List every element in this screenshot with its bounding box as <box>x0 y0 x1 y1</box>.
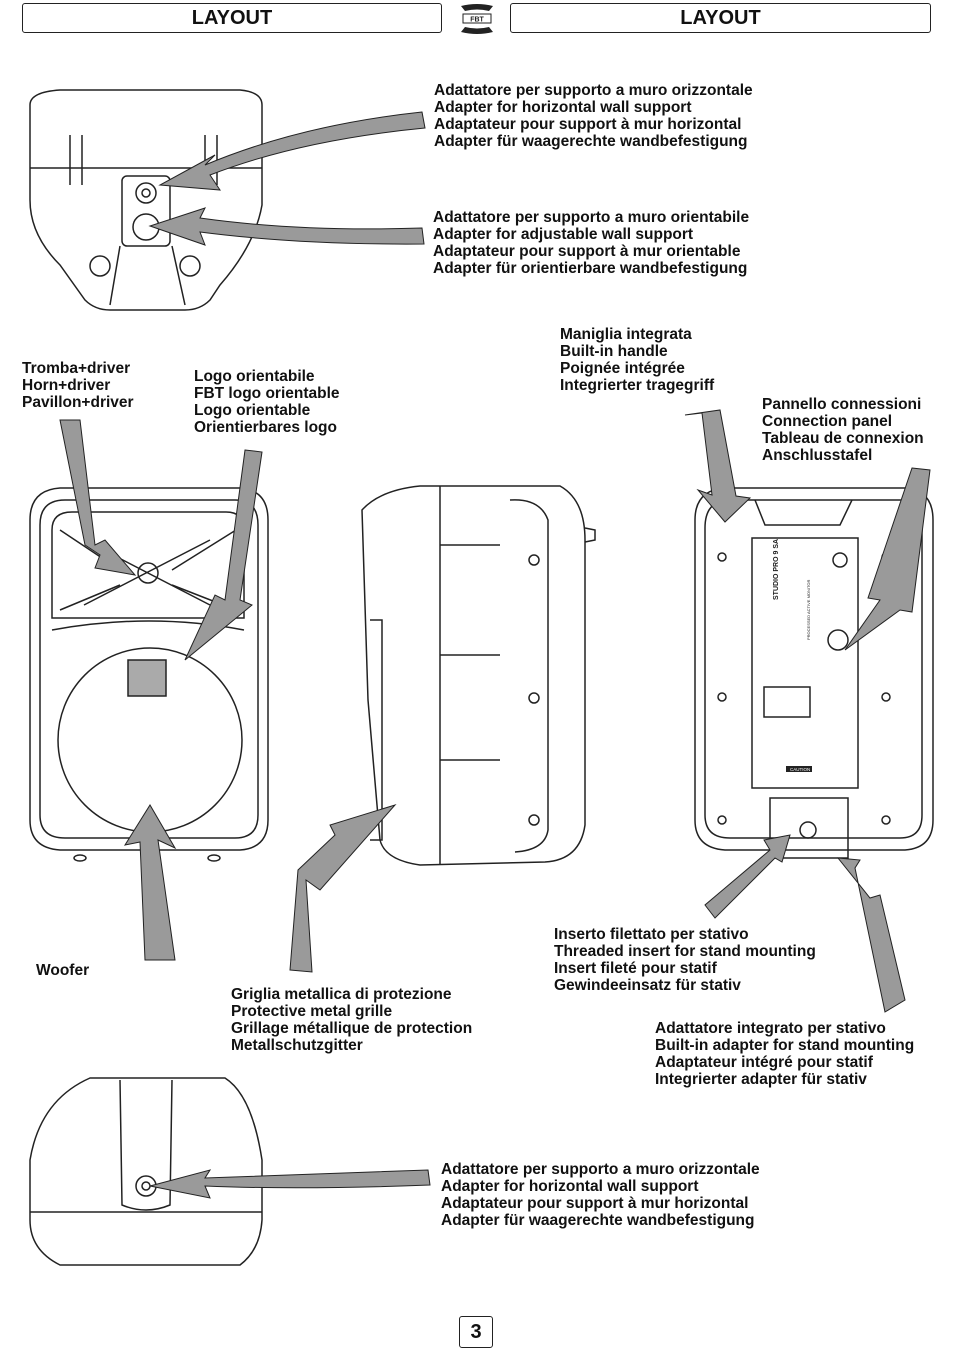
side-view-drawing <box>361 485 596 866</box>
header-title-right: LAYOUT <box>510 3 931 33</box>
panel-subtitle-label: PROCESSED ACTIVE MONITOR <box>806 580 811 640</box>
panel-model-label: STUDIO PRO 9 SA <box>773 539 780 600</box>
fbt-logo-icon: FBT <box>461 4 493 34</box>
callout-woofer: Woofer <box>36 962 90 979</box>
callout-arrows <box>59 111 931 1199</box>
front-view-drawing <box>29 487 269 862</box>
page-number: 3 <box>459 1316 493 1348</box>
caution-badge <box>786 766 812 772</box>
header-title-left: LAYOUT <box>22 3 442 33</box>
callout-top-horizontal: Adattatore per supporto a muro orizzonta… <box>434 82 753 150</box>
top-view-drawing <box>29 89 263 311</box>
svg-text:FBT: FBT <box>470 17 484 24</box>
caution-label: CAUTION <box>790 767 810 772</box>
bottom-view-drawing <box>29 1077 263 1266</box>
callout-top-adjustable: Adattatore per supporto a muro orientabi… <box>433 209 750 277</box>
callout-bottom-horizontal: Adattatore per supporto a muro orizzonta… <box>441 1161 760 1229</box>
